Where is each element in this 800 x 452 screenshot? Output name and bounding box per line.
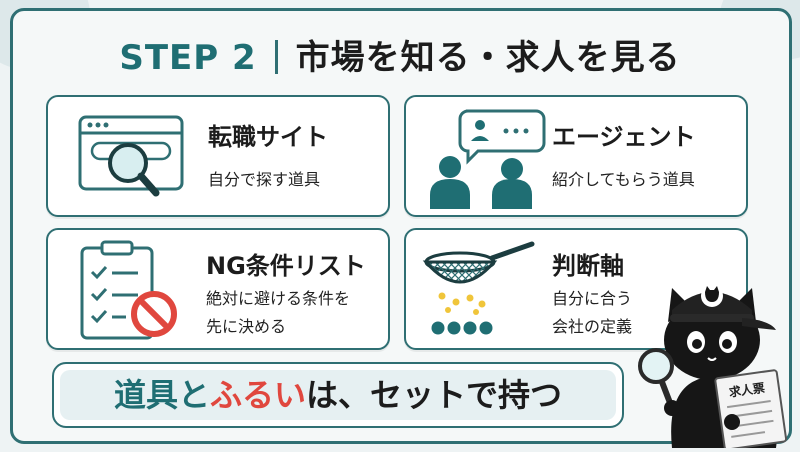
page-title: STEP 2 市場を知る・求人を見る — [0, 30, 800, 79]
title-divider — [274, 40, 278, 74]
sieve-icon — [420, 240, 540, 349]
banner-part-sieve: ふるい — [209, 376, 306, 414]
banner-part-tools: 道具と — [113, 376, 210, 414]
cat-mascot-icon: 求人票 — [632, 262, 792, 452]
step-label: STEP 2 — [119, 38, 257, 78]
banner-part-rest: は、セットで持つ — [306, 376, 563, 414]
card-desc: 自分に合う — [552, 289, 633, 308]
title-text: 市場を知る・求人を見る — [295, 38, 681, 78]
card-desc: 先に決める — [206, 317, 287, 336]
checklist-prohibited-icon — [74, 238, 189, 347]
card-desc: 会社の定義 — [552, 317, 633, 336]
doc-label: 求人票 — [728, 380, 766, 400]
card-criteria: 判断軸 自分に合う 会社の定義 — [404, 228, 748, 350]
card-title: エージェント — [552, 123, 696, 151]
browser-search-icon — [76, 113, 186, 202]
card-ng-list: NG条件リスト 絶対に避ける条件を 先に決める — [46, 228, 390, 350]
card-desc: 絶対に避ける条件を — [206, 289, 351, 308]
card-title: 判断軸 — [552, 252, 624, 280]
card-job-site: 転職サイト 自分で探す道具 — [46, 95, 390, 217]
card-desc: 自分で探す道具 — [208, 170, 321, 189]
card-desc: 紹介してもらう道具 — [552, 170, 695, 189]
card-agent: エージェント 紹介してもらう道具 — [404, 95, 748, 217]
card-title: 転職サイト — [208, 123, 328, 151]
agent-people-icon — [426, 105, 546, 214]
key-message-banner: 道具とふるいは、セットで持つ — [52, 362, 624, 428]
card-title: NG条件リスト — [206, 252, 366, 280]
banner-text: 道具とふるいは、セットで持つ — [60, 370, 616, 420]
